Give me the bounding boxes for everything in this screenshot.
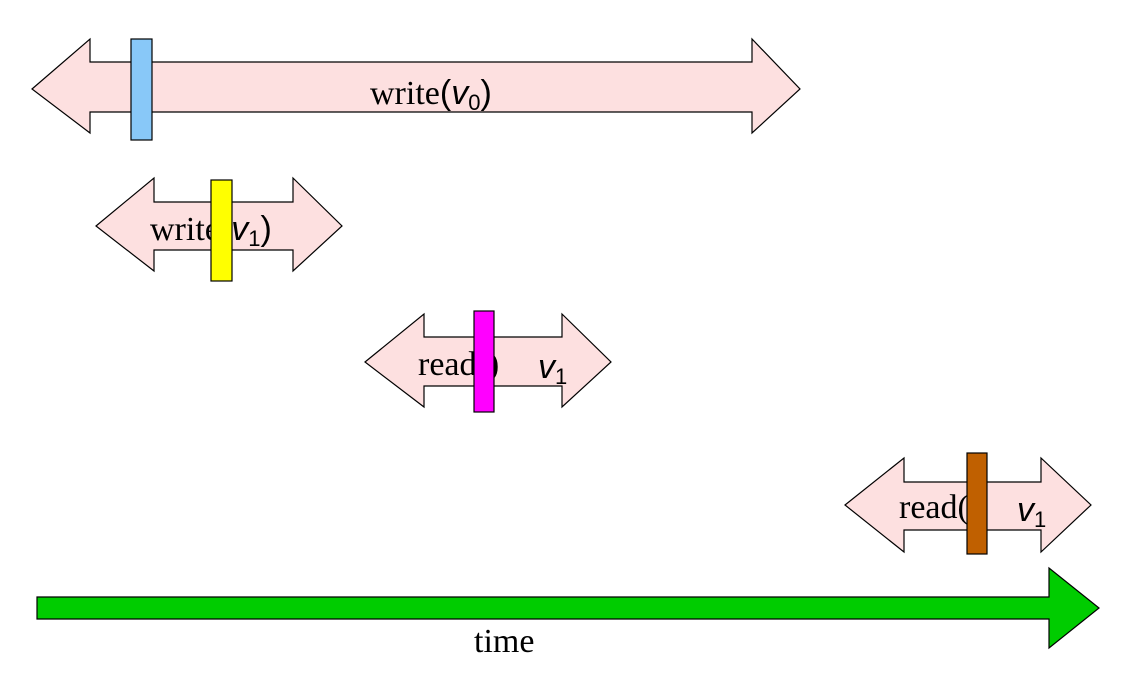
interval-arrow-write-v0 <box>31 37 801 135</box>
linearization-point-marker-yellow <box>210 179 233 282</box>
time-axis: time <box>36 566 1100 660</box>
operation-read-2: read() v1 <box>844 452 1092 555</box>
op-result-read-1: v1 <box>538 348 567 389</box>
linearization-point-marker-blue <box>130 38 153 141</box>
operation-write-v0: write(v0) <box>31 37 801 141</box>
op-result-read-2: v1 <box>1017 491 1046 532</box>
operation-read-1: read() v1 <box>364 310 612 413</box>
linearization-point-marker-magenta <box>473 310 495 413</box>
linearization-point-marker-brown <box>966 452 988 555</box>
time-arrow <box>36 566 1100 650</box>
time-axis-label: time <box>474 623 534 660</box>
operation-write-v1: write(v1) <box>95 176 343 282</box>
op-label-write-v0: write(v0) <box>370 74 492 115</box>
